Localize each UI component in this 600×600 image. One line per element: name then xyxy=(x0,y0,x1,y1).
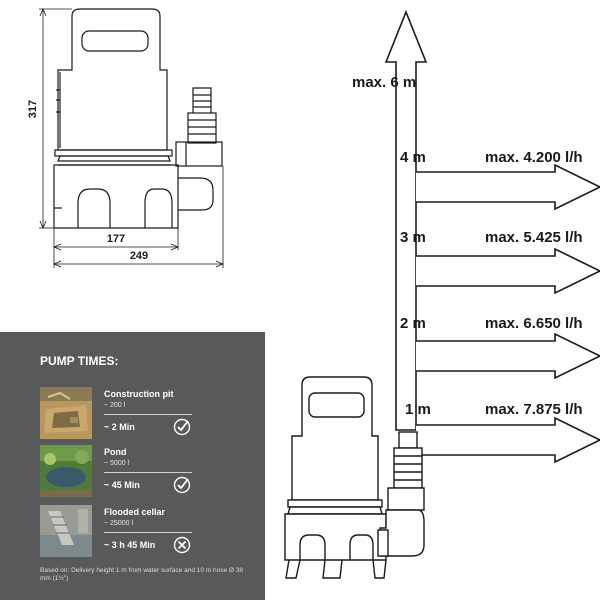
pump-body-outline xyxy=(57,8,168,151)
item-divider xyxy=(104,472,192,473)
max-height-arrow xyxy=(384,9,428,431)
flow-label-4m: max. 4.200 l/h xyxy=(485,149,583,166)
item-volume: ~ 25000 l xyxy=(104,520,133,527)
item-name: Construction pit xyxy=(104,389,174,399)
total-width-dimension-label: 249 xyxy=(130,250,148,262)
check-circle-icon xyxy=(173,476,191,494)
cross-circle-icon xyxy=(173,536,191,554)
pump-item-construction-pit: Construction pit ~ 200 l ~ 2 Min xyxy=(40,387,240,441)
flow-label-2m: max. 6.650 l/h xyxy=(485,315,583,332)
check-circle-icon xyxy=(173,418,191,436)
height-label-3m: 3 m xyxy=(400,229,426,246)
item-time: ~ 45 Min xyxy=(104,480,140,490)
pump-base-outline xyxy=(53,164,179,229)
height-label-4m: 4 m xyxy=(400,149,426,166)
panel-title: PUMP TIMES: xyxy=(40,354,119,368)
item-divider xyxy=(104,532,192,533)
flooded-cellar-photo xyxy=(40,505,92,557)
item-volume: ~ 5000 l xyxy=(104,460,130,467)
pump-times-panel: PUMP TIMES: Construction pit ~ 200 l ~ 2… xyxy=(0,332,265,600)
item-volume: ~ 200 l xyxy=(104,402,126,409)
pond-photo xyxy=(40,445,92,497)
height-dimension-label: 317 xyxy=(27,100,39,118)
construction-pit-photo xyxy=(40,387,92,439)
pump-handle-outline xyxy=(81,30,149,52)
dimension-lines xyxy=(39,7,225,268)
flow-label-3m: max. 5.425 l/h xyxy=(485,229,583,246)
height-label-2m: 2 m xyxy=(400,315,426,332)
flow-arrow-3m xyxy=(416,247,600,295)
panel-footnote: Based on: Delivery height 1 m from water… xyxy=(40,567,244,582)
pump-item-flooded-cellar: Flooded cellar ~ 25000 l ~ 3 h 45 Min xyxy=(40,505,240,559)
pump-dimension-drawing xyxy=(53,8,223,229)
flow-arrow-1m xyxy=(416,416,600,464)
item-time: ~ 2 Min xyxy=(104,422,135,432)
base-width-dimension-label: 177 xyxy=(107,233,125,245)
item-name: Flooded cellar xyxy=(104,507,166,517)
item-divider xyxy=(104,414,192,415)
flow-label-1m: max. 7.875 l/h xyxy=(485,401,583,418)
item-time: ~ 3 h 45 Min xyxy=(104,540,156,550)
flow-arrow-4m xyxy=(416,163,600,211)
height-label-1m: 1 m xyxy=(405,401,431,418)
pump-illustration xyxy=(284,376,425,579)
pump-item-pond: Pond ~ 5000 l ~ 45 Min xyxy=(40,445,240,499)
max-height-label: max. 6 m xyxy=(352,74,416,91)
item-name: Pond xyxy=(104,447,127,457)
flow-arrow-2m xyxy=(416,332,600,380)
